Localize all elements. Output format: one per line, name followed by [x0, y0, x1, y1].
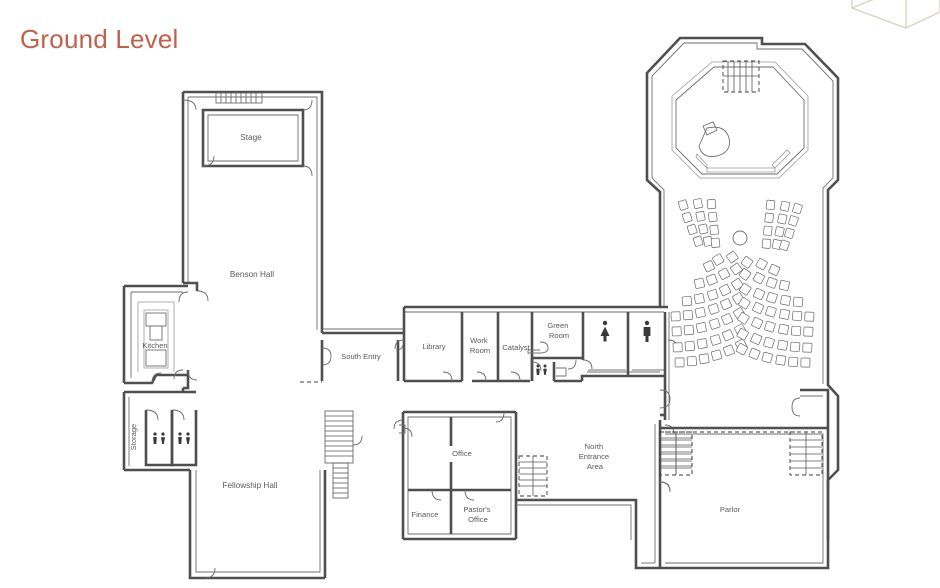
room-label-benson-hall: Benson Hall: [230, 270, 274, 279]
womens-restroom-icon: [600, 320, 610, 342]
unisex-restroom-icon: [153, 432, 165, 444]
stair-parlor-east: [789, 431, 823, 476]
work-room-line-2: Room: [470, 346, 490, 355]
room-label-stage: Stage: [240, 133, 262, 142]
north-entrance-line-3: Area: [587, 462, 604, 471]
north-entrance-line-1: North: [585, 442, 604, 451]
unisex-restroom-icon: [536, 364, 547, 375]
room-label-library: Library: [422, 342, 445, 351]
room-label-kitchen: Kitchen: [142, 341, 167, 350]
room-label-work-room: Work Room: [470, 336, 490, 355]
stair-chancel: [722, 60, 760, 93]
room-label-storage: Storage: [129, 424, 138, 451]
isometric-cube-logo: [851, 0, 940, 29]
room-label-finance: Finance: [411, 510, 438, 519]
work-room-line-1: Work: [470, 336, 488, 345]
pastors-office-line-2: Office: [468, 515, 488, 524]
room-labels: Stage Benson Hall Kitchen Storage Fellow…: [129, 133, 741, 524]
stair-parlor-west: [659, 431, 693, 476]
fellowship-hall-block: [188, 390, 363, 580]
mens-restroom-icon: [643, 320, 651, 342]
room-label-north-entrance: North Entrance Area: [579, 442, 612, 471]
sanctuary-block: [645, 36, 840, 540]
south-entry-block: [300, 328, 405, 383]
storage-block: [122, 390, 198, 472]
north-entrance-line-2: Entrance: [579, 452, 609, 461]
stage-riser-steps: [215, 92, 263, 104]
benson-hall-block: [181, 90, 324, 392]
unisex-restroom-icon: [178, 432, 190, 444]
room-label-office: Office: [452, 449, 472, 458]
room-label-green-room: Green Room: [547, 321, 570, 340]
stair-fellowship-hall: [324, 410, 363, 499]
central-rooms-block: [394, 305, 679, 420]
green-room-line-2: Room: [549, 331, 569, 340]
room-label-parlor: Parlor: [720, 505, 741, 514]
room-label-pastors-office: Pastor's Office: [463, 505, 492, 524]
room-label-catalyst: Catalyst: [502, 343, 530, 352]
stair-office-wing: [518, 455, 548, 497]
green-room-line-1: Green: [547, 321, 568, 330]
grand-piano: [698, 121, 730, 157]
room-label-fellowship-hall: Fellowship Hall: [222, 481, 277, 490]
page-title: Ground Level: [20, 24, 179, 54]
room-label-south-entry: South Entry: [341, 352, 381, 361]
sanctuary-chair-seating: [670, 198, 815, 368]
parlor-block: [659, 388, 830, 570]
office-wing-block: [393, 410, 638, 541]
kitchen-block: [122, 284, 189, 385]
pastors-office-line-1: Pastor's: [463, 505, 490, 514]
